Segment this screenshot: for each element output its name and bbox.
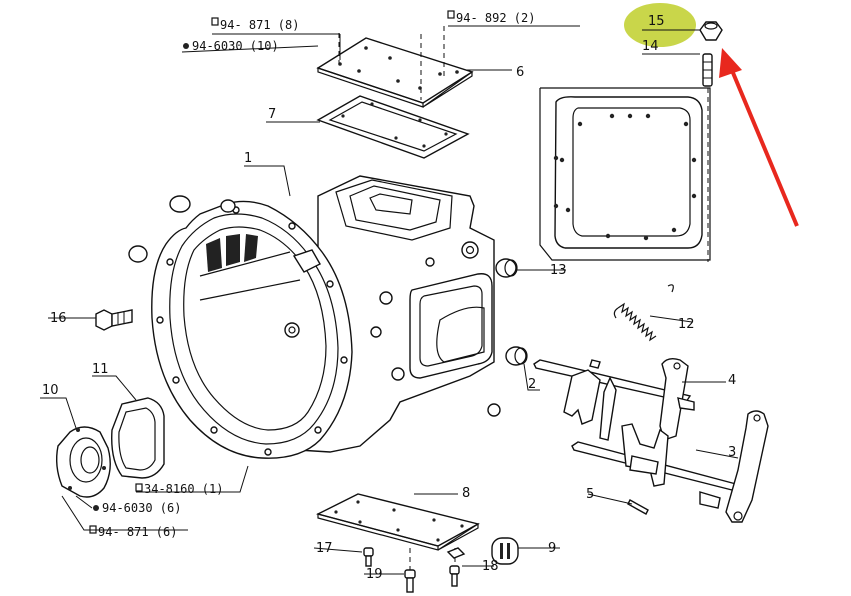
pin-5 bbox=[589, 359, 649, 515]
callout-13: 13 bbox=[550, 263, 567, 278]
callout-numbers: 1 2 3 4 5 6 7 8 9 10 11 12 13 14 15 16 1… bbox=[42, 14, 736, 582]
callout-4: 4 bbox=[728, 373, 736, 388]
stud-bolt-14 bbox=[702, 53, 713, 262]
shift-rod-lower bbox=[571, 410, 769, 523]
seal-cover-10 bbox=[55, 426, 111, 498]
hardware-labels: 94- 871 (8) 94-6030 (10) 94- 892 (2) 34-… bbox=[89, 10, 535, 539]
spring-12 bbox=[613, 284, 674, 342]
bushing-13 bbox=[495, 258, 518, 278]
callout-17: 17 bbox=[316, 541, 333, 556]
nut-15 bbox=[699, 21, 723, 41]
callout-2: 2 bbox=[528, 377, 536, 392]
label-bottom-a: 34-8160 (1) bbox=[144, 482, 223, 496]
shift-rod-upper bbox=[533, 357, 695, 441]
callout-18: 18 bbox=[482, 559, 499, 574]
top-gasket bbox=[316, 95, 470, 159]
callout-7: 7 bbox=[268, 107, 276, 122]
label-bottom-b: 94-6030 (6) bbox=[102, 501, 181, 515]
callout-3: 3 bbox=[728, 445, 736, 460]
callout-1: 1 bbox=[244, 151, 252, 166]
callout-16: 16 bbox=[50, 311, 67, 326]
screw-19 bbox=[404, 548, 416, 593]
callout-6: 6 bbox=[516, 65, 524, 80]
label-top-washer: 94-6030 (10) bbox=[192, 39, 279, 53]
label-bottom-c: 94- 871 (6) bbox=[98, 525, 177, 539]
callout-9: 9 bbox=[548, 541, 556, 556]
callout-14: 14 bbox=[642, 39, 659, 54]
plug-9 bbox=[446, 537, 519, 565]
bolt-16 bbox=[95, 309, 133, 331]
callout-8: 8 bbox=[462, 486, 470, 501]
callout-11: 11 bbox=[92, 362, 109, 377]
highlight-ellipse bbox=[624, 3, 696, 47]
gasket-11 bbox=[111, 397, 165, 479]
transmission-housing bbox=[128, 175, 501, 459]
label-top-right: 94- 892 (2) bbox=[456, 11, 535, 25]
callout-10: 10 bbox=[42, 383, 59, 398]
callout-5: 5 bbox=[586, 487, 594, 502]
screw-17 bbox=[363, 547, 374, 567]
bushing-2 bbox=[505, 346, 528, 366]
callout-15: 15 bbox=[648, 14, 665, 29]
callout-12: 12 bbox=[678, 317, 695, 332]
side-gasket bbox=[539, 87, 711, 261]
label-top-bolt: 94- 871 (8) bbox=[220, 18, 299, 32]
leader-lines bbox=[40, 25, 739, 575]
top-cover-plate bbox=[316, 37, 474, 108]
callout-19: 19 bbox=[366, 567, 383, 582]
bottom-cover-plate bbox=[316, 493, 480, 551]
red-arrow-icon bbox=[719, 48, 799, 227]
